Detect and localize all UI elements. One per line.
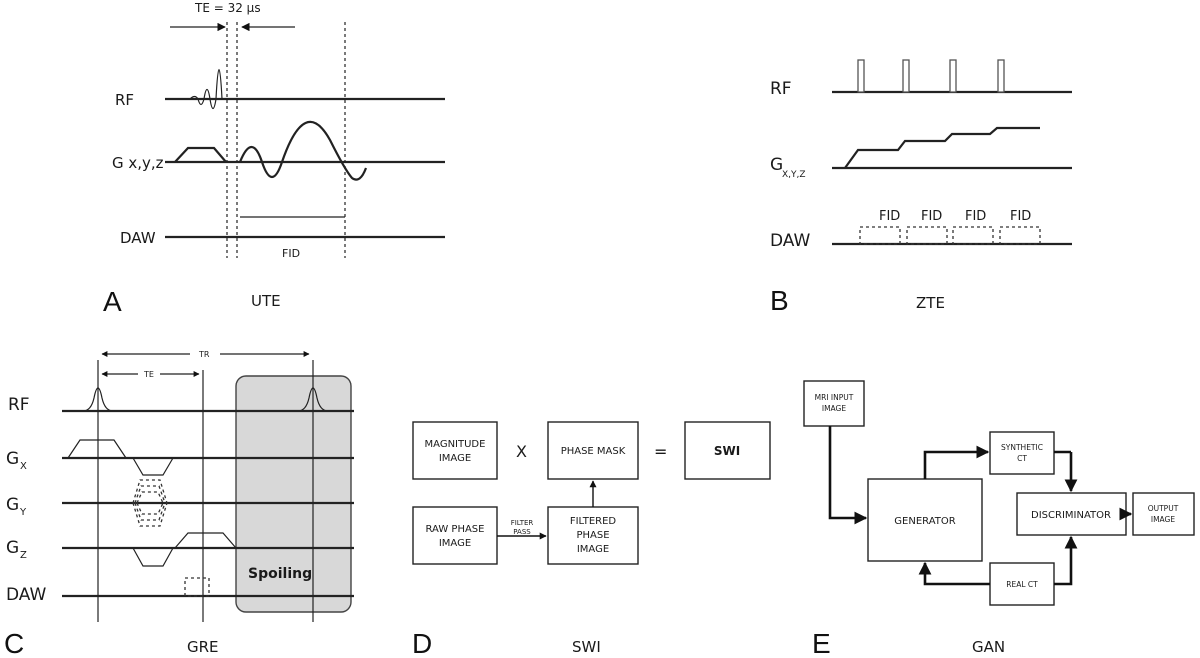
filtered-phase-image-box bbox=[547, 506, 639, 565]
rf-hard-pulse bbox=[949, 59, 957, 93]
raw-phase-image-box bbox=[412, 506, 498, 565]
fid-window bbox=[906, 226, 948, 245]
g-trapezoid bbox=[174, 146, 227, 163]
g-row-subscript: X,Y,Z bbox=[782, 170, 806, 180]
panel-c-gre: Spoiling TR TE RF G X G Y G Z bbox=[4, 350, 354, 658]
rf-sinc-pulse bbox=[297, 387, 329, 412]
daw-row-label: DAW bbox=[770, 231, 810, 251]
panel-letter-a: A bbox=[103, 286, 122, 317]
daw-row-label: DAW bbox=[120, 229, 156, 247]
fid-label: FID bbox=[965, 209, 986, 224]
panel-a-ute: TE = 32 µs RF G x,y,z DAW FID A UTE bbox=[103, 1, 445, 317]
filter-pass-label-2: PASS bbox=[513, 528, 531, 536]
fid-label: FID bbox=[282, 247, 300, 260]
g-row-label: G bbox=[770, 155, 783, 175]
output-image-box bbox=[1132, 492, 1195, 536]
gx-prephaser bbox=[67, 439, 127, 459]
spoiling-region bbox=[235, 375, 352, 613]
acq-window bbox=[184, 577, 210, 597]
panel-title-ute: UTE bbox=[251, 292, 281, 310]
generator-to-synthetic-arrow bbox=[923, 445, 990, 479]
phase-mask-label: PHASE MASK bbox=[561, 446, 626, 457]
raw-phase-label-1: RAW PHASE bbox=[426, 524, 485, 535]
spoiling-label: Spoiling bbox=[248, 566, 312, 582]
gy-row-subscript: Y bbox=[19, 507, 27, 518]
magnitude-label-2: IMAGE bbox=[439, 453, 471, 464]
output-image-label-2: IMAGE bbox=[1151, 515, 1175, 524]
realct-to-generator-arrow bbox=[918, 561, 990, 586]
gz-row-subscript: Z bbox=[20, 550, 27, 561]
phase-mask-box bbox=[547, 421, 639, 480]
output-image-label-1: OUTPUT bbox=[1148, 504, 1179, 513]
panel-b-zte: RF G X,Y,Z FID FID FID FID DAW B ZTE bbox=[770, 59, 1072, 316]
rf-hard-pulse bbox=[857, 59, 865, 93]
magnitude-label-1: MAGNITUDE bbox=[425, 439, 486, 450]
realct-to-discriminator-arrow bbox=[1054, 535, 1078, 586]
swi-result-label: SWI bbox=[714, 444, 740, 458]
rf-hard-pulse bbox=[997, 59, 1005, 93]
panel-letter-d: D bbox=[412, 628, 432, 658]
swi-result-box bbox=[684, 421, 771, 480]
gx-row-label: G bbox=[6, 449, 19, 469]
multiply-symbol: X bbox=[516, 442, 527, 461]
g-staircase bbox=[844, 126, 1040, 169]
mri-input-label-1: MRI INPUT bbox=[815, 393, 854, 402]
panel-letter-b: B bbox=[770, 285, 789, 316]
gz-row-label: G bbox=[6, 538, 19, 558]
generator-box bbox=[867, 478, 983, 562]
fid-label: FID bbox=[921, 209, 942, 224]
panel-title-gre: GRE bbox=[187, 638, 219, 656]
gy-row-label: G bbox=[6, 495, 19, 515]
panel-title-zte: ZTE bbox=[916, 294, 945, 312]
fid-label: FID bbox=[1010, 209, 1031, 224]
rf-row-label: RF bbox=[770, 79, 792, 99]
panel-title-gan: GAN bbox=[972, 638, 1005, 656]
filtered-label-3: IMAGE bbox=[577, 544, 609, 555]
gx-readout-lobe bbox=[132, 457, 174, 476]
fid-window bbox=[952, 226, 994, 245]
filter-pass-label-1: FILTER bbox=[511, 519, 534, 527]
rf-row-label: RF bbox=[115, 91, 134, 109]
fid-window bbox=[859, 226, 901, 245]
synthetic-ct-label-2: CT bbox=[1017, 454, 1027, 463]
equals-symbol: = bbox=[654, 442, 667, 461]
panel-e-gan: MRI INPUT IMAGE GENERATOR SYNTHETIC CT D… bbox=[803, 380, 1195, 658]
te-label: TE bbox=[143, 370, 154, 379]
te-label: TE = 32 µs bbox=[194, 1, 261, 15]
synthetic-ct-box bbox=[989, 431, 1055, 475]
panel-letter-c: C bbox=[4, 628, 24, 658]
g-readout-wave bbox=[238, 120, 368, 181]
rf-row-label: RF bbox=[8, 395, 30, 415]
panel-d-swi: MAGNITUDE IMAGE X PHASE MASK = SWI RAW P… bbox=[412, 421, 771, 658]
gy-phase-encode-table bbox=[132, 479, 168, 527]
fid-window bbox=[999, 226, 1041, 245]
mri-input-label-2: IMAGE bbox=[822, 404, 846, 413]
rf-pulse bbox=[189, 69, 223, 110]
fid-label: FID bbox=[879, 209, 900, 224]
filtered-label-2: PHASE bbox=[576, 530, 609, 541]
rf-sinc-pulse bbox=[82, 387, 114, 412]
raw-phase-label-2: IMAGE bbox=[439, 538, 471, 549]
mri-input-image-box bbox=[803, 380, 865, 427]
tr-label: TR bbox=[198, 350, 210, 359]
gx-row-subscript: X bbox=[20, 461, 27, 472]
real-ct-label: REAL CT bbox=[1006, 580, 1038, 589]
gz-rephaser bbox=[132, 547, 174, 567]
panel-letter-e: E bbox=[812, 628, 831, 658]
generator-label: GENERATOR bbox=[894, 516, 955, 527]
panel-title-swi: SWI bbox=[572, 638, 601, 656]
synthetic-ct-label-1: SYNTHETIC bbox=[1001, 443, 1043, 452]
g-row-label: G x,y,z bbox=[112, 154, 164, 172]
gz-spoiler bbox=[174, 532, 237, 549]
magnitude-image-box bbox=[412, 421, 498, 480]
rf-hard-pulse bbox=[902, 59, 910, 93]
discriminator-label: DISCRIMINATOR bbox=[1031, 510, 1111, 521]
real-ct-box bbox=[989, 562, 1055, 606]
mri-to-generator-arrow bbox=[828, 426, 868, 525]
daw-row-label: DAW bbox=[6, 585, 46, 605]
filtered-label-1: FILTERED bbox=[570, 516, 617, 527]
